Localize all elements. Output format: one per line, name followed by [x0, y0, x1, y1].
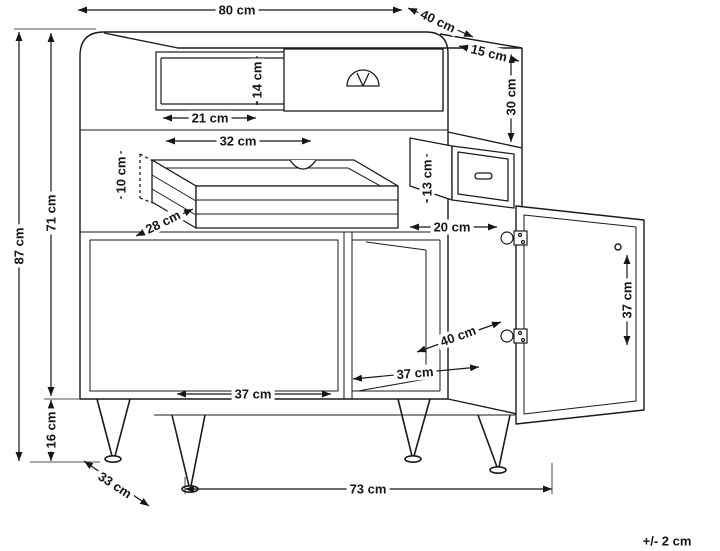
dim-door-panel-height: 37 cm [619, 278, 635, 322]
dim-recess-width: 21 cm [188, 110, 232, 126]
dim-side-drawer-height: 13 cm [419, 156, 435, 200]
dim-overall-height: 87 cm [11, 224, 27, 268]
shell-handle-drawer-front [283, 48, 444, 112]
dim-leg-height: 16 cm [43, 408, 59, 452]
hairpin-legs [96, 398, 511, 493]
tolerance-note: +/- 2 cm [642, 533, 692, 549]
dim-side-drawer-depth: 20 cm [430, 219, 474, 235]
dim-body-height: 71 cm [43, 191, 59, 235]
open-drawer [139, 153, 399, 229]
dim-overall-width: 80 cm [215, 2, 259, 18]
dim-top-section-height: 30 cm [503, 75, 519, 119]
dim-base-width: 73 cm [346, 481, 390, 497]
door-hinges [500, 230, 528, 344]
dim-recess-height: 14 cm [249, 58, 265, 102]
dim-door-panel-width: 37 cm [231, 386, 275, 402]
dim-drawer-inner-height: 10 cm [113, 153, 129, 197]
open-door [515, 205, 645, 425]
dim-drawer-inner-width: 32 cm [216, 133, 260, 149]
